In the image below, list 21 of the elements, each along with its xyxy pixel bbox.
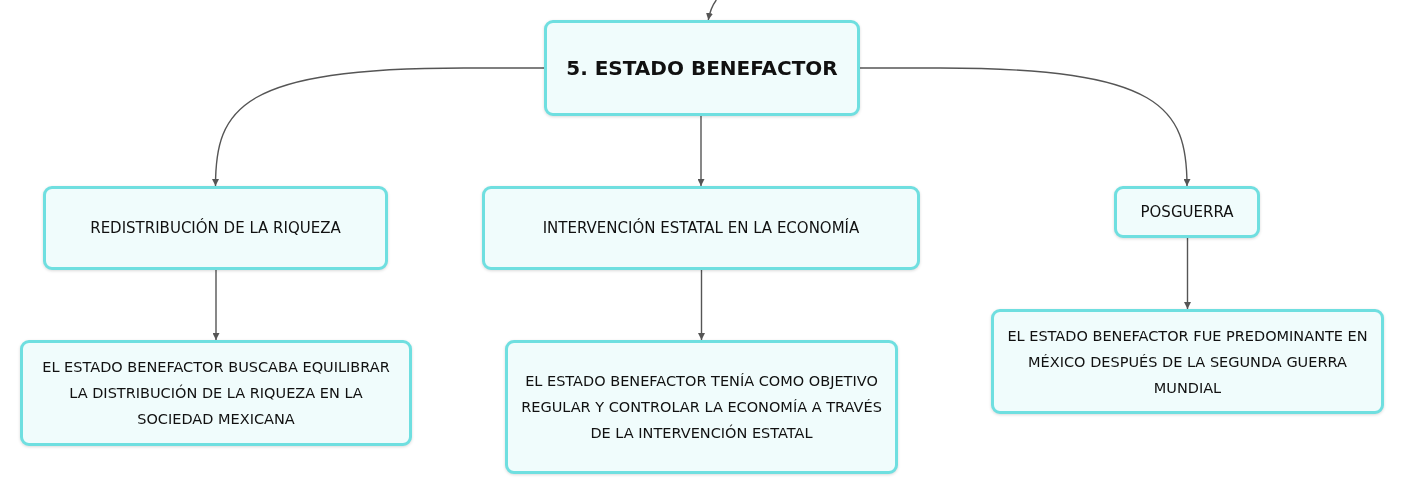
node-text: 5. ESTADO BENEFACTOR	[566, 55, 838, 81]
connector-arrow	[697, 115, 705, 187]
subtopic-box	[991, 309, 1384, 414]
connector-arrow	[212, 67, 545, 187]
node-text: EL ESTADO BENEFACTOR BUSCABA EQUILIBRAR LA DISTRIBUCIÓN DE LA RIQUEZA EN LA SOCIEDAD MEXICANA	[41, 358, 391, 429]
connector-arrow	[1184, 237, 1191, 310]
node-text: EL ESTADO BENEFACTOR TENÍA COMO OBJETIVO REGULAR Y CONTROLAR LA ECONOMÍA A TRAVÉS DE LA INTERVENCIÓN ESTATAL	[520, 372, 883, 443]
connector-arrow	[698, 269, 705, 341]
subtopic-box	[20, 340, 412, 446]
subtopic-box	[505, 340, 898, 474]
node-text: REDISTRIBUCIÓN DE LA RIQUEZA	[90, 217, 341, 239]
connector-arrow	[212, 269, 220, 341]
node-text: POSGUERRA	[1140, 202, 1234, 223]
subtopic-box	[1114, 186, 1260, 238]
node-text: INTERVENCIÓN ESTATAL EN LA ECONOMÍA	[542, 217, 860, 239]
subtopic-box	[482, 186, 920, 270]
connector-arrow	[859, 67, 1191, 187]
connector-arrow	[706, 0, 718, 21]
topic-box	[544, 20, 860, 116]
node-text: EL ESTADO BENEFACTOR FUE PREDOMINANTE EN MÉXICO DESPUÉS DE LA SEGUNDA GUERRA MUNDIAL	[1006, 326, 1369, 398]
subtopic-box	[43, 186, 388, 270]
